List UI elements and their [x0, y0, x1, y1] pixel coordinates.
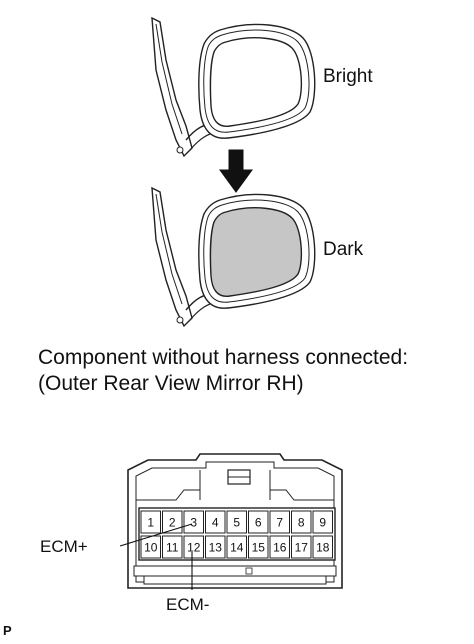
- pin-number-10: 10: [144, 541, 158, 555]
- pin-cell: [291, 510, 312, 534]
- pin-number-7: 7: [276, 516, 283, 530]
- ecm-minus-label: ECM-: [166, 595, 209, 614]
- pin-number-3: 3: [190, 516, 197, 530]
- pin-cell: [269, 535, 290, 559]
- pin-cell: [183, 510, 204, 534]
- pin-cell: [183, 535, 204, 559]
- mirror-bright-illustration: [151, 16, 316, 158]
- pin-cell: [162, 510, 183, 534]
- pin-cell: [248, 535, 269, 559]
- pin-cell: [269, 510, 290, 534]
- pin-number-16: 16: [273, 541, 287, 555]
- pin-cell: [205, 510, 226, 534]
- pin-number-13: 13: [209, 541, 223, 555]
- pin-number-9: 9: [319, 516, 326, 530]
- pin-number-1: 1: [147, 516, 154, 530]
- ecm-plus-leader: [119, 523, 193, 547]
- pin-cell: [226, 510, 247, 534]
- mirror-dark-illustration: [151, 186, 316, 328]
- corner-mark: P: [3, 623, 12, 638]
- pin-number-11: 11: [166, 541, 179, 555]
- ecm-plus-label: ECM+: [40, 537, 88, 556]
- pin-number-18: 18: [316, 541, 330, 555]
- pin-number-17: 17: [295, 541, 309, 555]
- pin-cell: [312, 535, 333, 559]
- pin-number-15: 15: [252, 541, 266, 555]
- pin-number-12: 12: [187, 541, 201, 555]
- pin-cell: [205, 535, 226, 559]
- pin-cell: [291, 535, 312, 559]
- dark-label: Dark: [323, 239, 364, 260]
- pin-cell: [248, 510, 269, 534]
- caption-line-2: (Outer Rear View Mirror RH): [38, 372, 304, 395]
- pin-number-2: 2: [169, 516, 176, 530]
- pin-cell: [162, 535, 183, 559]
- pin-number-4: 4: [212, 516, 219, 530]
- down-arrow-icon: [219, 149, 253, 193]
- mirror-glass-bright: [209, 37, 303, 127]
- bright-label: Bright: [323, 66, 373, 87]
- mirror-glass-dark: [209, 207, 303, 297]
- pin-number-8: 8: [298, 516, 305, 530]
- pin-number-14: 14: [230, 541, 244, 555]
- pin-number-6: 6: [255, 516, 262, 530]
- pin-cell: [140, 510, 161, 534]
- pin-number-5: 5: [233, 516, 240, 530]
- pin-cell: [312, 510, 333, 534]
- pin-cell: [226, 535, 247, 559]
- caption-line-1: Component without harness connected:: [38, 346, 409, 369]
- pin-cell: [140, 535, 161, 559]
